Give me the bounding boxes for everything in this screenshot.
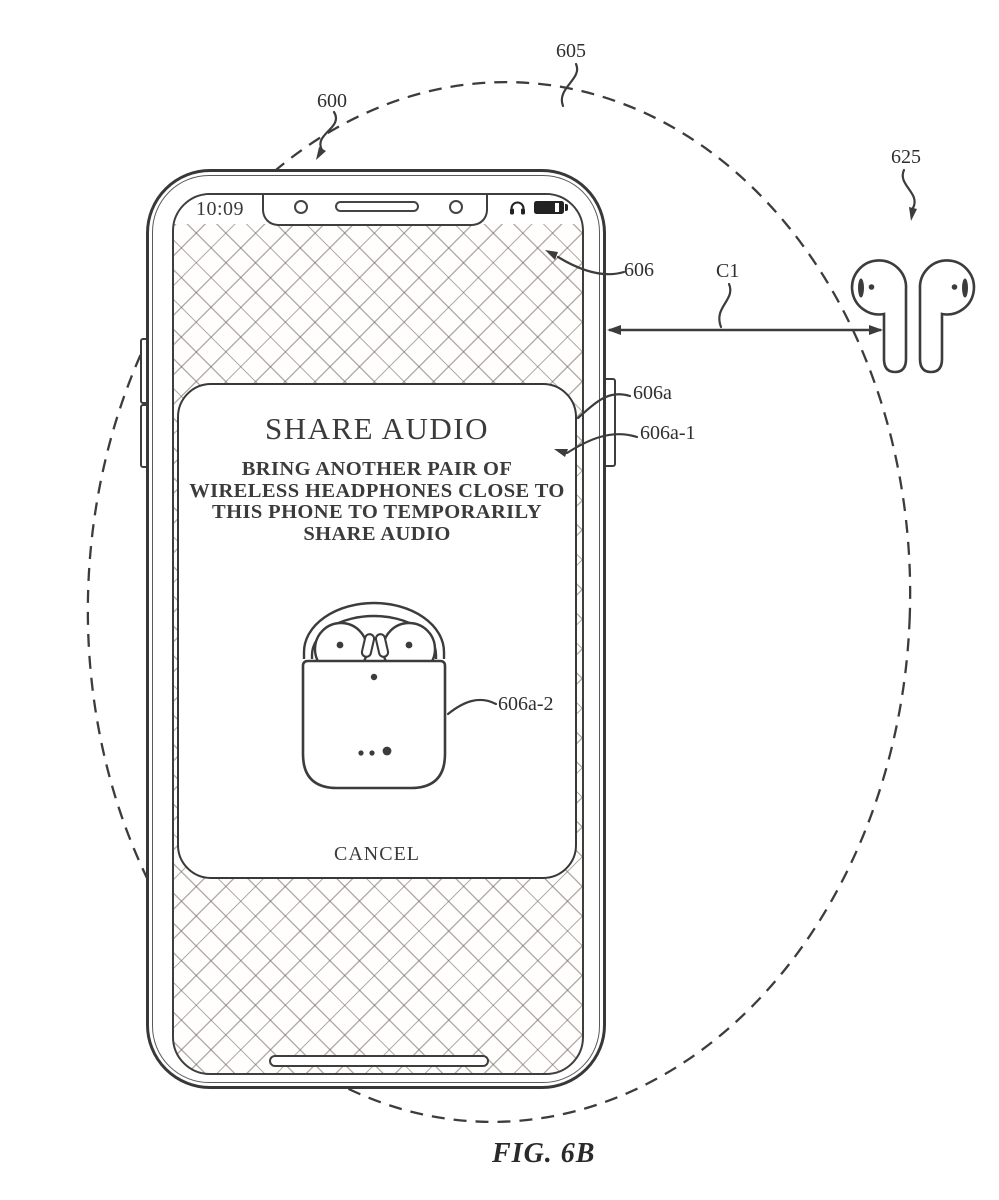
ref-label-625: 625 — [891, 146, 921, 168]
status-icons — [509, 200, 568, 215]
home-indicator — [269, 1055, 489, 1067]
ref-label-600: 600 — [317, 90, 347, 112]
arrowhead-625 — [909, 207, 917, 221]
leader-600 — [319, 110, 338, 152]
battery-tip — [564, 204, 568, 211]
ref-label-606a: 606a — [633, 382, 672, 404]
right-earbud-slit — [962, 278, 968, 298]
ref-label-606a-2: 606a-2 — [498, 693, 554, 715]
leader-605 — [560, 62, 579, 108]
leader-625 — [901, 168, 916, 210]
right-earbud-mic-dot — [951, 284, 958, 290]
ref-label-605: 605 — [556, 40, 586, 62]
left-earbud — [850, 259, 908, 374]
sheet-body-line: BRING ANOTHER PAIR OF — [241, 458, 513, 480]
c1-distance-arrow — [607, 325, 883, 335]
sheet-body-line: SHARE AUDIO — [303, 522, 451, 545]
cancel-button: CANCEL — [334, 843, 420, 865]
earbuds-illustration — [850, 259, 976, 374]
ref-label-c1: C1 — [716, 260, 740, 282]
right-earbud — [918, 259, 976, 374]
notch — [262, 195, 488, 226]
sheet-body-line: WIRELESS HEADPHONES CLOSE TO — [189, 479, 565, 502]
battery-level-notch — [555, 203, 559, 212]
status-time: 10:09 — [196, 198, 245, 220]
headphones-icon — [510, 201, 525, 215]
sensor-icon — [449, 200, 463, 214]
figure-caption: FIG. 6B — [492, 1138, 596, 1169]
sheet-body-line: THIS PHONE TO TEMPORARILY — [212, 501, 542, 523]
battery-icon — [534, 201, 568, 214]
speaker-slot — [335, 201, 419, 212]
sheet-body-text: BRING ANOTHER PAIR OF WIRELESS HEADPHONE… — [179, 458, 575, 545]
leader-c1 — [718, 282, 732, 329]
camera-icon — [294, 200, 308, 214]
ref-label-606: 606 — [624, 259, 654, 281]
arrowhead-600 — [316, 147, 326, 160]
share-audio-sheet: SHARE AUDIO BRING ANOTHER PAIR OF WIRELE… — [177, 383, 577, 879]
ref-label-606a-1: 606a-1 — [640, 422, 696, 444]
sheet-title: SHARE AUDIO — [264, 411, 490, 446]
left-earbud-mic-dot — [868, 284, 875, 290]
left-earbud-slit — [858, 278, 864, 298]
